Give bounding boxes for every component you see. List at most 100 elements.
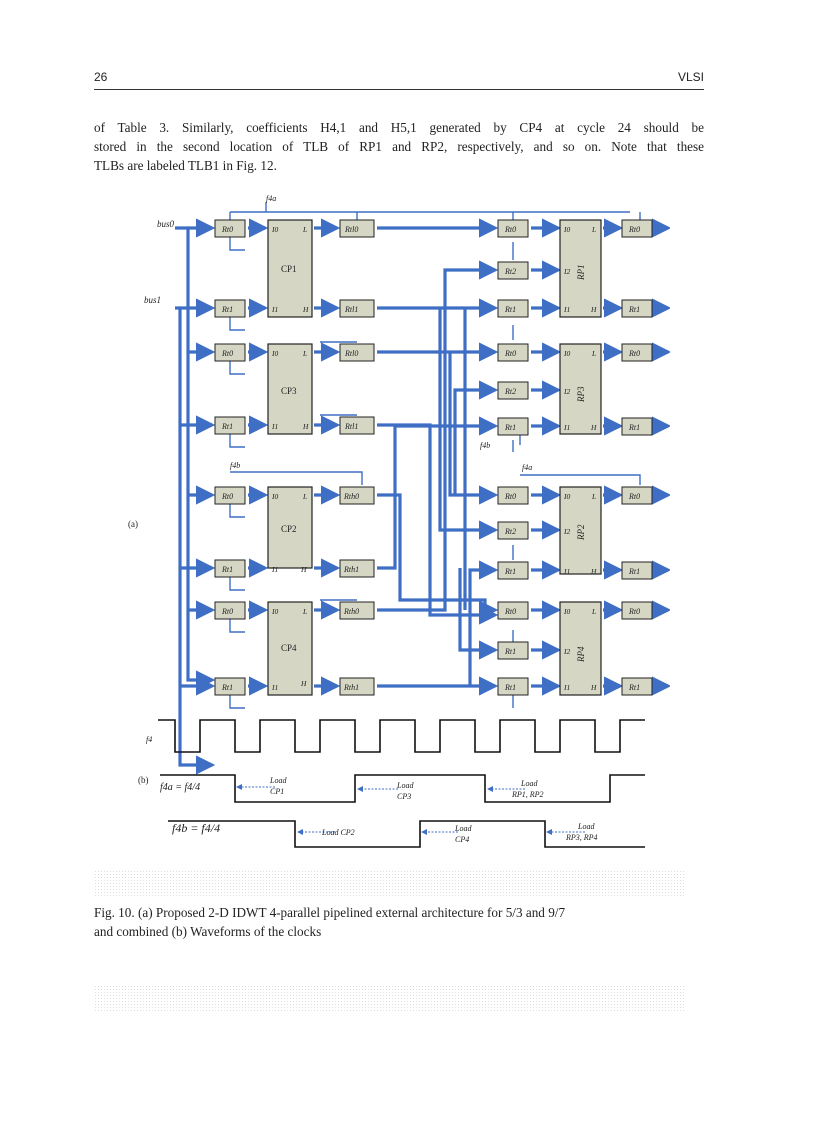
f4b-eq-label: f4b = f4/4: [172, 821, 220, 835]
reg-label: Rt1: [504, 305, 516, 314]
f4b-waveform: [168, 820, 645, 848]
port-label: I1: [271, 422, 278, 431]
figure-10: Rt0 Rt1 Rt0 Rt1 Rt0 Rt1 Rt0 Rt1 Rtl0 Rtl…: [128, 194, 670, 848]
body-line: of Table 3. Similarly, coefficients H4,1…: [94, 120, 704, 135]
reg-label: Rth0: [343, 492, 359, 501]
port-label: L: [591, 492, 596, 501]
port-label: I1: [271, 305, 278, 314]
port-label: H: [302, 305, 309, 314]
load-label: Load: [454, 824, 472, 833]
body-line: TLBs are labeled TLB1 in Fig. 12.: [94, 158, 277, 173]
waveforms: [158, 719, 645, 848]
port-label: I2: [563, 527, 570, 536]
port-label: L: [302, 349, 307, 358]
port-label: H: [590, 305, 597, 314]
reg-label: Rt1: [628, 683, 640, 692]
reg-label: Rt0: [221, 225, 233, 234]
page-header: 26 VLSI: [94, 70, 704, 88]
reg-label: Rt0: [504, 349, 516, 358]
rp2-label: RP2: [576, 524, 586, 541]
reg-label: Rt1: [628, 567, 640, 576]
reg-label: Rth1: [343, 565, 359, 574]
figure-caption: Fig. 10. (a) Proposed 2-D IDWT 4-paralle…: [94, 903, 704, 941]
port-label: I0: [271, 349, 278, 358]
reg-label: Rt0: [628, 607, 640, 616]
register-labels: Rt0 Rt1 Rt0 Rt1 Rt0 Rt1 Rt0 Rt1 Rtl0 Rtl…: [221, 225, 640, 692]
reg-label: Rt1: [221, 565, 233, 574]
reg-label: Rt0: [221, 607, 233, 616]
panel-b-label: (b): [138, 775, 149, 785]
port-label: I0: [271, 607, 278, 616]
reg-label: Rt0: [221, 349, 233, 358]
header-rule: [94, 89, 704, 90]
port-label: I0: [271, 225, 278, 234]
clock-label: f4b: [480, 441, 490, 450]
load-label: Load: [520, 779, 538, 788]
reg-label: Rt2: [504, 267, 516, 276]
reg-label: Rt0: [628, 349, 640, 358]
port-label: I0: [563, 349, 570, 358]
rp4-label: RP4: [576, 646, 586, 663]
f4-waveform: [158, 719, 645, 753]
cp1-label: CP1: [281, 264, 297, 274]
reg-label: Rt1: [504, 647, 516, 656]
port-label: H: [590, 423, 597, 432]
load-label: RP3, RP4: [565, 833, 598, 842]
processor-labels: CP1 CP3 CP2 CP4 RP1 RP3 RP2 RP4: [281, 264, 586, 663]
port-label: L: [591, 349, 596, 358]
port-label: I1: [271, 683, 278, 692]
port-label: L: [591, 225, 596, 234]
reg-label: Rt0: [504, 492, 516, 501]
port-label: H: [300, 679, 307, 688]
reg-label: Rtl1: [344, 422, 358, 431]
panel-a-label: (a): [128, 519, 138, 529]
clock-label: f4a: [522, 463, 532, 472]
bus1-label: bus1: [144, 295, 161, 305]
waveform-labels: f4 f4a = f4/4 f4b = f4/4 Load CP1 Load C…: [146, 735, 598, 844]
dotted-band: [94, 985, 686, 1011]
reg-label: Rt0: [504, 225, 516, 234]
running-title: VLSI: [677, 70, 704, 84]
misc-labels: bus0 bus1 f4a f4b f4b f4a (a) (b): [128, 194, 532, 785]
port-labels: I0 L I1 H I0 L I1 H I0 L I1 H I0 L I1 H …: [271, 225, 597, 692]
reg-label: Rt1: [221, 422, 233, 431]
port-label: H: [590, 683, 597, 692]
reg-label: Rt0: [628, 492, 640, 501]
port-label: I0: [563, 607, 570, 616]
reg-label: Rth1: [343, 683, 359, 692]
f4-label: f4: [146, 735, 152, 744]
port-label: H: [590, 567, 597, 576]
page-number: 26: [94, 70, 108, 84]
caption-line: Fig. 10. (a) Proposed 2-D IDWT 4-paralle…: [94, 905, 566, 920]
cp3-label: CP3: [281, 386, 297, 396]
port-label: L: [302, 225, 307, 234]
reg-label: Rt1: [221, 305, 233, 314]
port-label: I1: [563, 683, 570, 692]
port-label: I1: [563, 305, 570, 314]
load-arrows: [236, 784, 585, 835]
f4a-eq-label: f4a = f4/4: [160, 782, 200, 793]
reg-label: Rt1: [504, 423, 516, 432]
port-label: L: [302, 607, 307, 616]
reg-label: Rt2: [504, 387, 516, 396]
load-label: RP1, RP2: [511, 790, 544, 799]
register-boxes: [214, 219, 653, 696]
port-label: H: [300, 565, 307, 574]
port-label: I1: [271, 565, 278, 574]
reg-label: Rt1: [504, 683, 516, 692]
reg-label: Rt1: [504, 567, 516, 576]
reg-label: Rt0: [628, 225, 640, 234]
port-label: I0: [271, 492, 278, 501]
port-label: I1: [563, 423, 570, 432]
bus0-label: bus0: [157, 219, 175, 229]
cp4-label: CP4: [281, 643, 297, 653]
rp3-label: RP3: [576, 386, 586, 403]
load-label: Load: [577, 822, 595, 831]
port-label: I0: [563, 492, 570, 501]
body-paragraph: of Table 3. Similarly, coefficients H4,1…: [94, 118, 704, 175]
port-label: I1: [563, 567, 570, 576]
load-label: CP1: [270, 787, 284, 796]
port-label: H: [302, 422, 309, 431]
cp2-label: CP2: [281, 524, 297, 534]
processor-boxes: [267, 219, 602, 696]
